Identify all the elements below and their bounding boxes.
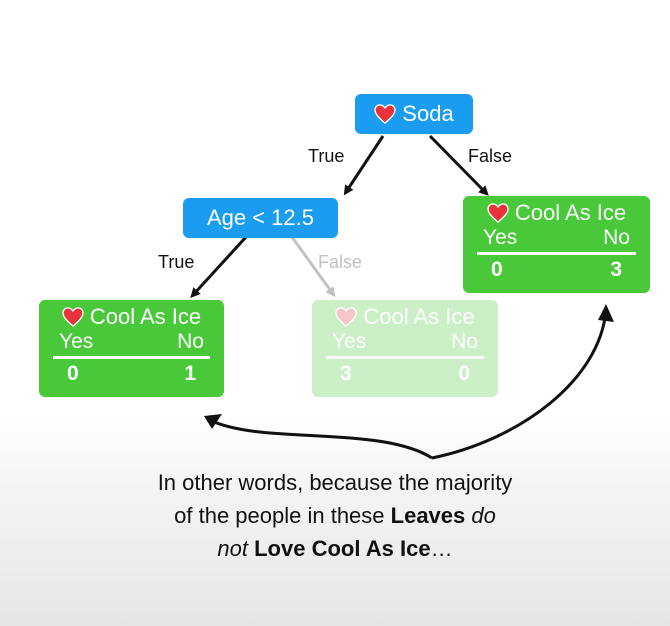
leaf-right-labels: Yes No [477,226,636,250]
leaf-right-yes-label: Yes [483,226,518,249]
leaf-right-no-count: 3 [610,258,622,281]
leaf-right-header: Cool As Ice [477,200,636,226]
caption-text: In other words, because the majority [157,470,513,495]
heart-icon [335,307,358,327]
slide-caption: In other words, because the majority of … [40,466,630,565]
heart-icon [62,307,84,327]
caption-italic-not: not [217,536,248,561]
leaf-middle-yes-count: 3 [340,362,352,385]
edge-root-false [428,134,489,196]
age-node: Age < 12.5 [183,198,338,238]
edge-age-true [190,235,248,298]
leaf-middle-no-count: 0 [458,362,470,385]
leaf-right-counts: 0 3 [477,258,636,282]
edge-age-false [290,236,336,298]
leaf-right-title: Cool As Ice [514,200,627,225]
leaf-middle-yes-label: Yes [332,330,367,353]
heart-icon [374,104,396,124]
root-node-soda: Soda [355,94,473,134]
edge-label-root-true: True [308,146,345,166]
leaf-middle-counts: 3 0 [326,362,484,386]
leaf-left-counts: 0 1 [53,362,210,386]
leaf-middle-no-label: No [451,330,478,353]
leaf-left-no-label: No [177,330,204,353]
caption-line-2: of the people in these Leaves do [40,499,630,532]
leaf-left-yes-count: 0 [67,362,79,385]
caption-line-1: In other words, because the majority [40,466,630,499]
leaf-left-labels: Yes No [53,330,210,354]
leaf-middle-divider [326,356,484,359]
callout-curve [209,309,608,460]
leaf-left-title: Cool As Ice [89,304,202,329]
leaf-left-no-count: 1 [184,362,196,385]
leaf-right-yes-count: 0 [491,258,503,281]
leaf-left-yes-label: Yes [59,330,94,353]
edge-label-root-false: False [468,146,513,166]
leaf-right-divider [477,252,636,255]
leaf-left: Cool As Ice Yes No 0 1 [39,300,224,397]
leaf-right: Cool As Ice Yes No 0 3 [463,196,650,293]
edge-root-true [343,135,385,196]
caption-ellipsis: … [430,536,453,561]
caption-line-3: not Love Cool As Ice… [40,532,630,565]
leaf-middle-title: Cool As Ice [363,304,475,329]
leaf-left-header: Cool As Ice [53,304,210,330]
age-node-label: Age < 12.5 [206,205,315,230]
heart-icon [487,203,509,223]
edge-label-age-false: False [318,252,363,272]
leaf-middle: Cool As Ice Yes No 3 0 [312,300,498,397]
leaf-middle-labels: Yes No [326,330,484,354]
callout-arrowhead-right [598,304,614,322]
caption-text: of the people in these [174,503,391,528]
callout-arrowhead-left [204,414,222,429]
caption-italic-do: do [465,503,496,528]
leaf-right-no-label: No [603,226,630,249]
caption-bold-leaves: Leaves [390,503,466,528]
leaf-left-divider [53,356,210,359]
edge-label-age-true: True [158,252,195,272]
root-node-label: Soda [402,101,454,126]
caption-bold-cool-as-ice: Love Cool As Ice [248,536,431,561]
leaf-middle-header: Cool As Ice [326,304,484,330]
